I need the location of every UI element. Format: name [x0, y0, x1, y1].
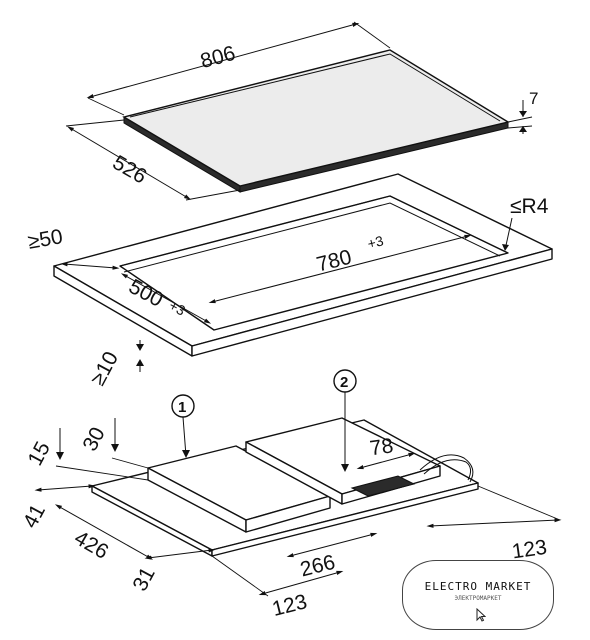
dim-426-label: 426 [70, 526, 112, 563]
dim-78-label: 78 [368, 434, 394, 460]
connector-box [350, 475, 416, 497]
dim-806-label: 806 [198, 42, 238, 73]
worktop-side-face [191, 248, 553, 357]
dim-123-right-label: 123 [511, 536, 549, 564]
cooktop-drawing: 806 526 7 [65, 21, 538, 201]
dim-806-line [86, 22, 360, 99]
dim-123-left-line [258, 570, 344, 596]
cursor-icon [476, 608, 486, 622]
worktop-cutout-drawing: ≤R4 ≥50 780 +3 500 +3 ≥10 [26, 173, 553, 390]
cooktop-glass [122, 49, 510, 187]
underside-drawing: 1 2 15 30 78 41 426 31 266 [19, 369, 562, 621]
callout-2-label: 2 [340, 374, 348, 391]
dim-780-label: 780 [314, 246, 354, 277]
dim-31-label: 31 [128, 564, 159, 595]
dim-266-line [286, 532, 378, 558]
corner-radius-label: ≤R4 [510, 195, 549, 218]
power-cable [419, 454, 474, 483]
dim-41-label: 41 [19, 501, 50, 532]
watermark-title: ELECTRO MARKET [424, 580, 532, 593]
dim-500-tolerance: +3 [166, 297, 188, 319]
dim-780-tolerance: +3 [366, 232, 386, 251]
electro-market-watermark: ELECTRO MARKET ЭЛЕКТРОМАРКЕТ [402, 560, 554, 630]
dim-266-label: 266 [298, 551, 338, 582]
worktop-thickness-label: ≥10 [86, 348, 123, 390]
watermark-subtitle: ЭЛЕКТРОМАРКЕТ [454, 595, 502, 602]
front-edge-min-label: ≥50 [26, 225, 64, 254]
dim-7-label: 7 [529, 89, 538, 108]
dim-426-line [54, 504, 154, 560]
dim-526-label: 526 [109, 151, 151, 188]
dim-30-label: 30 [78, 424, 109, 455]
callout-1-label: 1 [178, 399, 186, 416]
dim-123-right-line [426, 518, 562, 528]
dim-500-line [120, 273, 212, 324]
dim-123-left-label: 123 [270, 590, 310, 621]
dim-526-line [66, 126, 192, 200]
dim-780-line [208, 234, 472, 304]
dim-15-label: 15 [24, 438, 55, 469]
